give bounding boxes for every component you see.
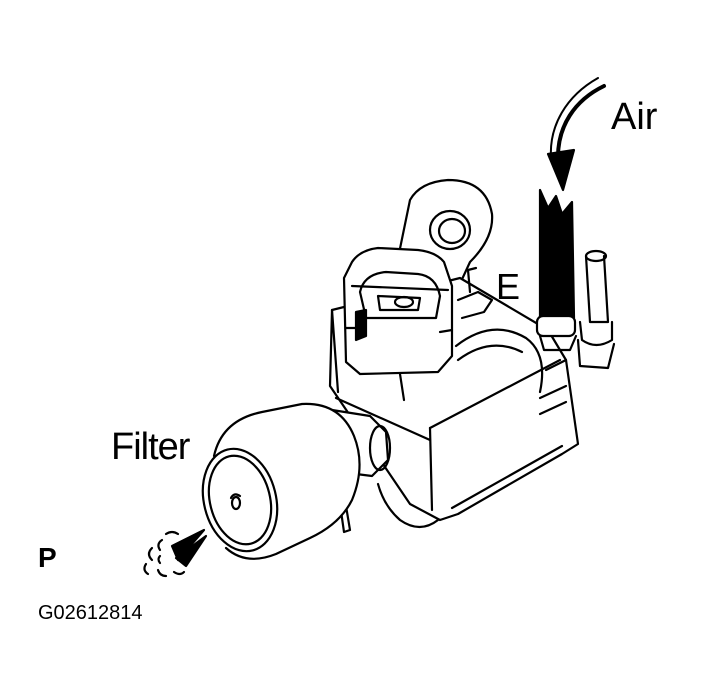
exhaust-puff <box>143 528 208 578</box>
air-label: Air <box>611 96 658 138</box>
figure-code: G02612814 <box>38 602 143 624</box>
filter-label: Filter <box>111 426 190 468</box>
side-clip <box>456 266 494 320</box>
port-p-label: P <box>38 542 57 573</box>
coil-cylinder <box>454 328 544 394</box>
filter-cylinder <box>201 402 361 560</box>
air-flow-arrow <box>546 77 606 192</box>
port-e-hose <box>535 188 578 352</box>
electrical-connector <box>342 246 454 402</box>
vacuum-nipple <box>576 249 616 370</box>
port-e-label: E <box>496 266 521 307</box>
lower-tab <box>338 482 440 534</box>
